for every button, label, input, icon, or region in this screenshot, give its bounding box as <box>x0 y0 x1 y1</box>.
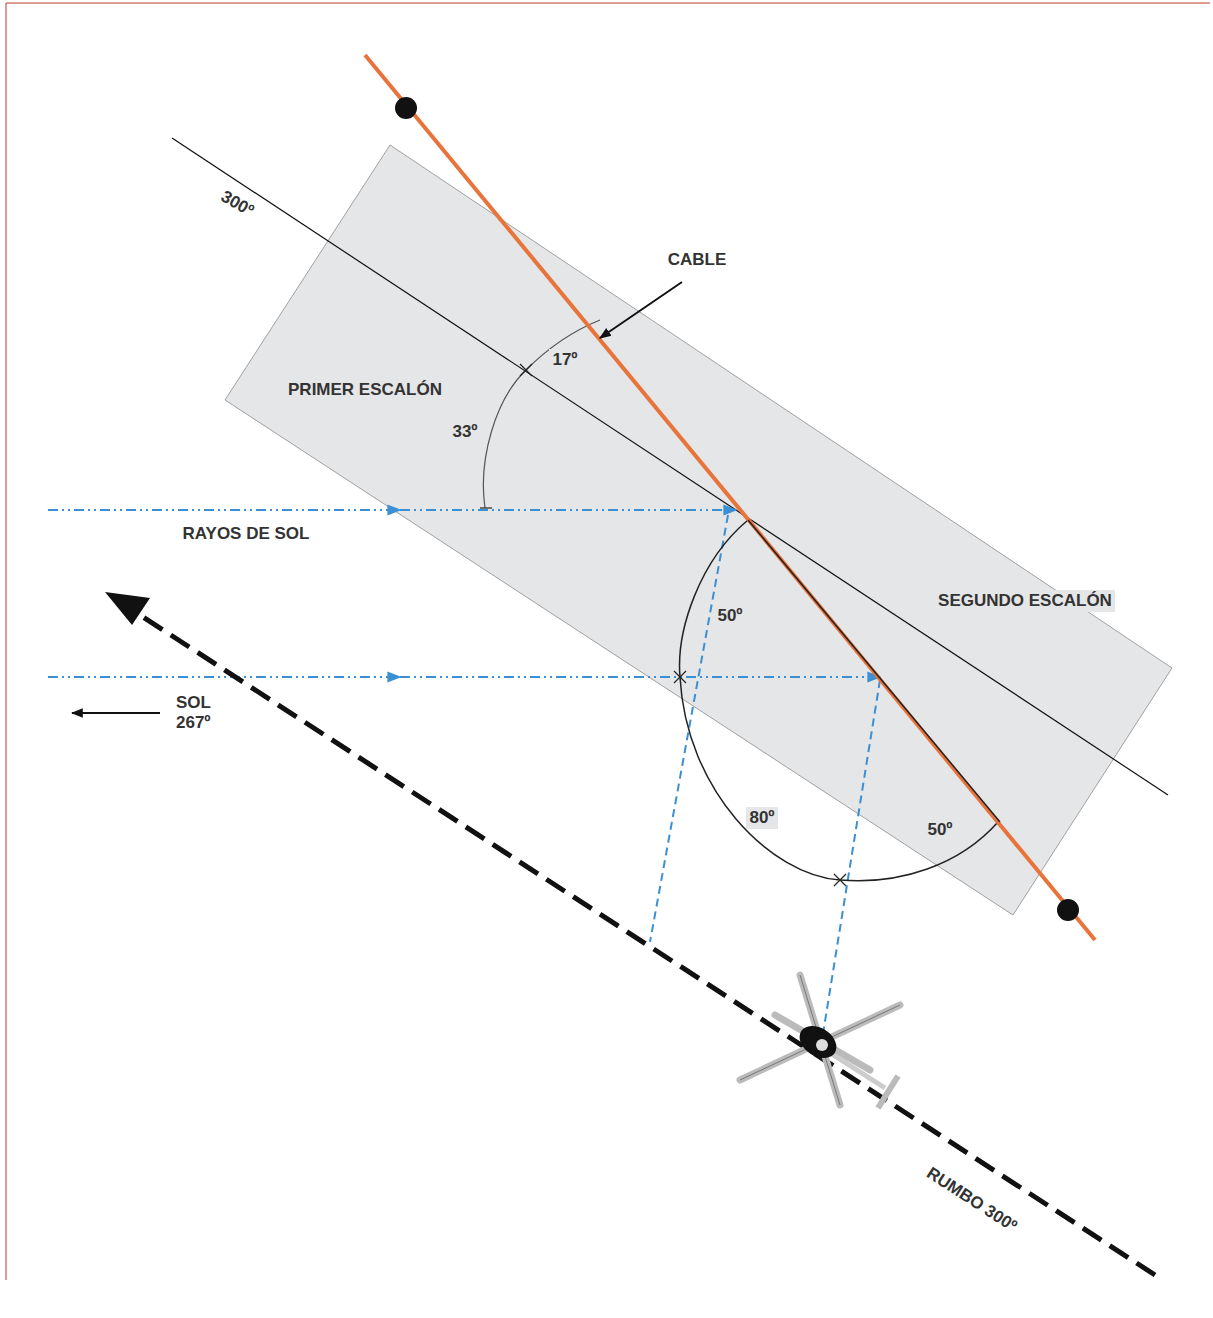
angle-label: 50º <box>924 819 955 841</box>
angle-arc <box>680 520 998 881</box>
callout-label: CABLE <box>665 249 730 271</box>
sun-ray <box>400 509 736 511</box>
leader-arrow <box>600 282 682 338</box>
angle-label: 33º <box>449 421 480 443</box>
flight-band <box>225 145 1172 915</box>
sun-ray <box>48 509 400 511</box>
frame-line <box>6 3 1210 4</box>
sun-ray <box>48 676 400 678</box>
angle-label: 300º <box>214 185 260 224</box>
heading-label: RUMBO 300º <box>920 1161 1024 1239</box>
arc-tick <box>480 364 846 886</box>
sun-arrow <box>72 712 160 714</box>
angle-label: 50º <box>714 605 745 627</box>
angle-label: 80º <box>746 807 777 829</box>
angle-arc <box>483 320 600 508</box>
pylon <box>395 97 417 119</box>
angle-label: 17º <box>549 349 580 371</box>
frame-line <box>6 3 7 1280</box>
ray-label: RAYOS DE SOL <box>180 523 313 545</box>
heading-line <box>140 615 1155 1275</box>
heading-arrowhead <box>105 592 150 625</box>
sun-ray <box>400 676 880 678</box>
projection-line <box>822 680 880 1040</box>
zone-label: SEGUNDO ESCALÓN <box>935 590 1115 612</box>
sun-bearing: SOL 267º <box>173 692 223 733</box>
zone-label: PRIMER ESCALÓN <box>285 379 445 401</box>
pylon <box>1057 899 1079 921</box>
helicopter <box>740 975 900 1108</box>
cable-segment <box>748 520 1000 822</box>
cable <box>365 55 1095 940</box>
reference-line <box>172 138 1168 795</box>
